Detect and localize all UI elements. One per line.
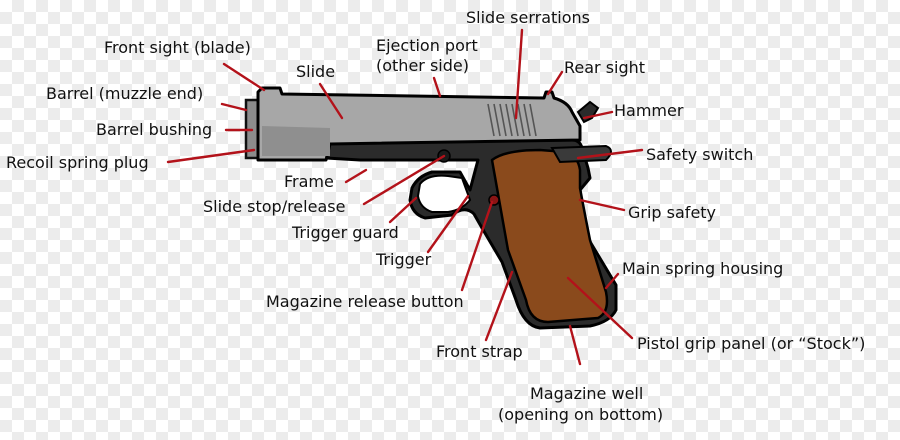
- leader-front-strap: [484, 270, 514, 342]
- label-ejection-port-line2: (other side): [376, 56, 469, 75]
- label-rear-sight: Rear sight: [564, 58, 646, 77]
- label-magazine-release: Magazine release button: [266, 292, 464, 311]
- leader-main-spring-housing: [604, 272, 620, 290]
- label-slide-stop: Slide stop/release: [203, 197, 346, 216]
- trigger-guard-opening: [416, 174, 472, 213]
- leader-slide: [318, 82, 344, 120]
- label-trigger: Trigger: [376, 250, 432, 269]
- label-barrel: Barrel (muzzle end): [46, 84, 204, 103]
- label-magazine-well-line2: (opening on bottom): [498, 405, 664, 424]
- leader-grip-safety: [578, 198, 626, 212]
- leader-front-sight: [222, 62, 266, 92]
- label-safety-switch: Safety switch: [646, 145, 754, 164]
- leader-trigger-guard: [388, 196, 418, 224]
- label-trigger-guard: Trigger guard: [292, 223, 399, 242]
- label-slide-serrations: Slide serrations: [466, 8, 590, 27]
- leader-magazine-well: [568, 324, 582, 366]
- label-hammer: Hammer: [614, 101, 684, 120]
- label-ejection-port-line1: Ejection port: [376, 36, 478, 55]
- label-front-strap: Front strap: [436, 342, 523, 361]
- label-magazine-well-line1: Magazine well: [530, 384, 644, 403]
- leader-safety-switch: [576, 148, 644, 160]
- slide-part: [256, 86, 582, 162]
- leader-frame: [344, 168, 368, 184]
- leader-slide-stop: [362, 154, 446, 206]
- leader-trigger: [426, 194, 470, 254]
- leader-rear-sight: [546, 70, 564, 96]
- leader-barrel: [220, 102, 248, 112]
- safety-switch-part: [550, 144, 612, 164]
- label-grip-safety: Grip safety: [628, 203, 717, 222]
- leader-magazine-release: [460, 200, 494, 292]
- leader-recoil-spring-plug: [166, 148, 256, 164]
- grip-panel-part: [490, 148, 609, 324]
- label-slide: Slide: [296, 62, 336, 81]
- leader-pistol-grip-panel: [566, 276, 634, 340]
- label-recoil-spring-plug: Recoil spring plug: [6, 153, 149, 172]
- leader-slide-serrations: [514, 28, 524, 120]
- label-barrel-bushing: Barrel bushing: [96, 120, 213, 139]
- label-frame: Frame: [284, 172, 334, 191]
- label-pistol-grip-panel: Pistol grip panel (or “Stock”): [637, 334, 866, 353]
- label-front-sight: Front sight (blade): [104, 38, 251, 57]
- slide-shading: [262, 126, 330, 156]
- serrations-part: [487, 103, 537, 137]
- leader-ejection-port: [432, 76, 442, 98]
- hammer-part: [576, 100, 600, 124]
- label-main-spring-housing: Main spring housing: [622, 259, 784, 278]
- leader-hammer: [582, 110, 614, 120]
